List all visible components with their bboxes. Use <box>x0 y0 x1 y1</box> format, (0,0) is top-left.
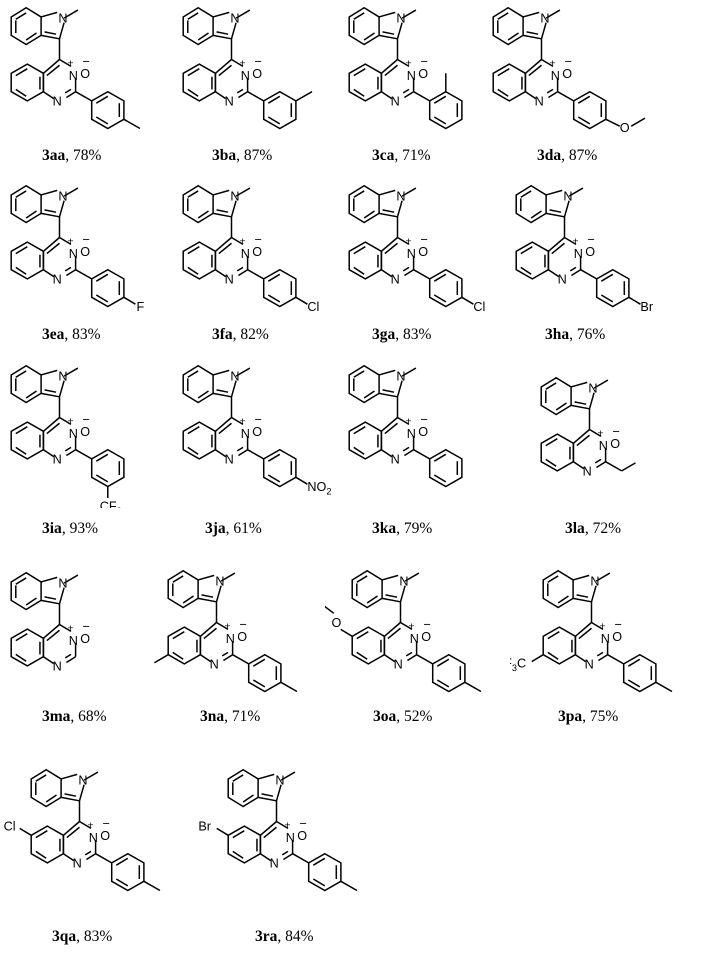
caption-3qa: 3qa, 83% <box>52 928 113 945</box>
caption-3oa: 3oa, 52% <box>373 708 433 725</box>
structure-3oa: O <box>325 570 482 693</box>
structure-3pa: F3C <box>510 570 673 693</box>
caption-3ka: 3ka, 79% <box>372 520 433 537</box>
caption-3la: 3la, 72% <box>565 520 621 537</box>
svg-text:NO2: NO2 <box>307 480 331 496</box>
caption-3ba: 3ba, 87% <box>212 147 273 164</box>
caption-3ga: 3ga, 83% <box>372 326 432 343</box>
svg-text:Cl: Cl <box>4 820 16 834</box>
svg-text:O: O <box>332 616 342 630</box>
caption-3ea: 3ea, 83% <box>42 326 101 343</box>
structure-3ga: Cl <box>348 185 485 314</box>
structure-3ca <box>348 7 463 130</box>
structure-3ha: Br <box>515 185 653 314</box>
structure-3na <box>154 570 298 693</box>
structure-3ja: NO2 <box>182 365 331 497</box>
svg-text:F3C: F3C <box>510 656 526 672</box>
caption-3na: 3na, 71% <box>200 708 261 725</box>
caption-3ma: 3ma, 68% <box>42 708 107 725</box>
svg-text:CF3: CF3 <box>100 500 122 508</box>
caption-3ia: 3ia, 93% <box>42 520 98 537</box>
structure-3ma <box>10 572 91 674</box>
caption-3da: 3da, 87% <box>537 147 598 164</box>
structure-3la <box>540 377 636 479</box>
structure-3ea: F <box>10 185 145 314</box>
structure-3aa <box>10 7 141 130</box>
structure-3da: O <box>492 7 646 135</box>
structure-3ia: CF3 <box>10 365 125 508</box>
caption-3ra: 3ra, 84% <box>255 928 314 945</box>
caption-3fa: 3fa, 82% <box>212 326 269 343</box>
svg-text:Br: Br <box>198 820 211 834</box>
svg-text:Cl: Cl <box>307 300 319 314</box>
svg-text:Br: Br <box>640 300 653 314</box>
svg-text:Cl: Cl <box>473 300 485 314</box>
caption-3ja: 3ja, 61% <box>205 520 262 537</box>
caption-3ha: 3ha, 76% <box>545 326 606 343</box>
structure-3qa: Cl <box>4 769 161 892</box>
caption-3pa: 3pa, 75% <box>558 708 619 725</box>
structure-3fa: Cl <box>182 185 319 314</box>
structure-3ka <box>348 365 463 488</box>
svg-text:F: F <box>137 300 145 314</box>
svg-text:O: O <box>620 121 630 135</box>
structure-3ba <box>182 7 313 130</box>
structure-3ra: Br <box>198 769 358 892</box>
caption-3aa: 3aa, 78% <box>42 147 102 164</box>
caption-3ca: 3ca, 71% <box>372 147 431 164</box>
